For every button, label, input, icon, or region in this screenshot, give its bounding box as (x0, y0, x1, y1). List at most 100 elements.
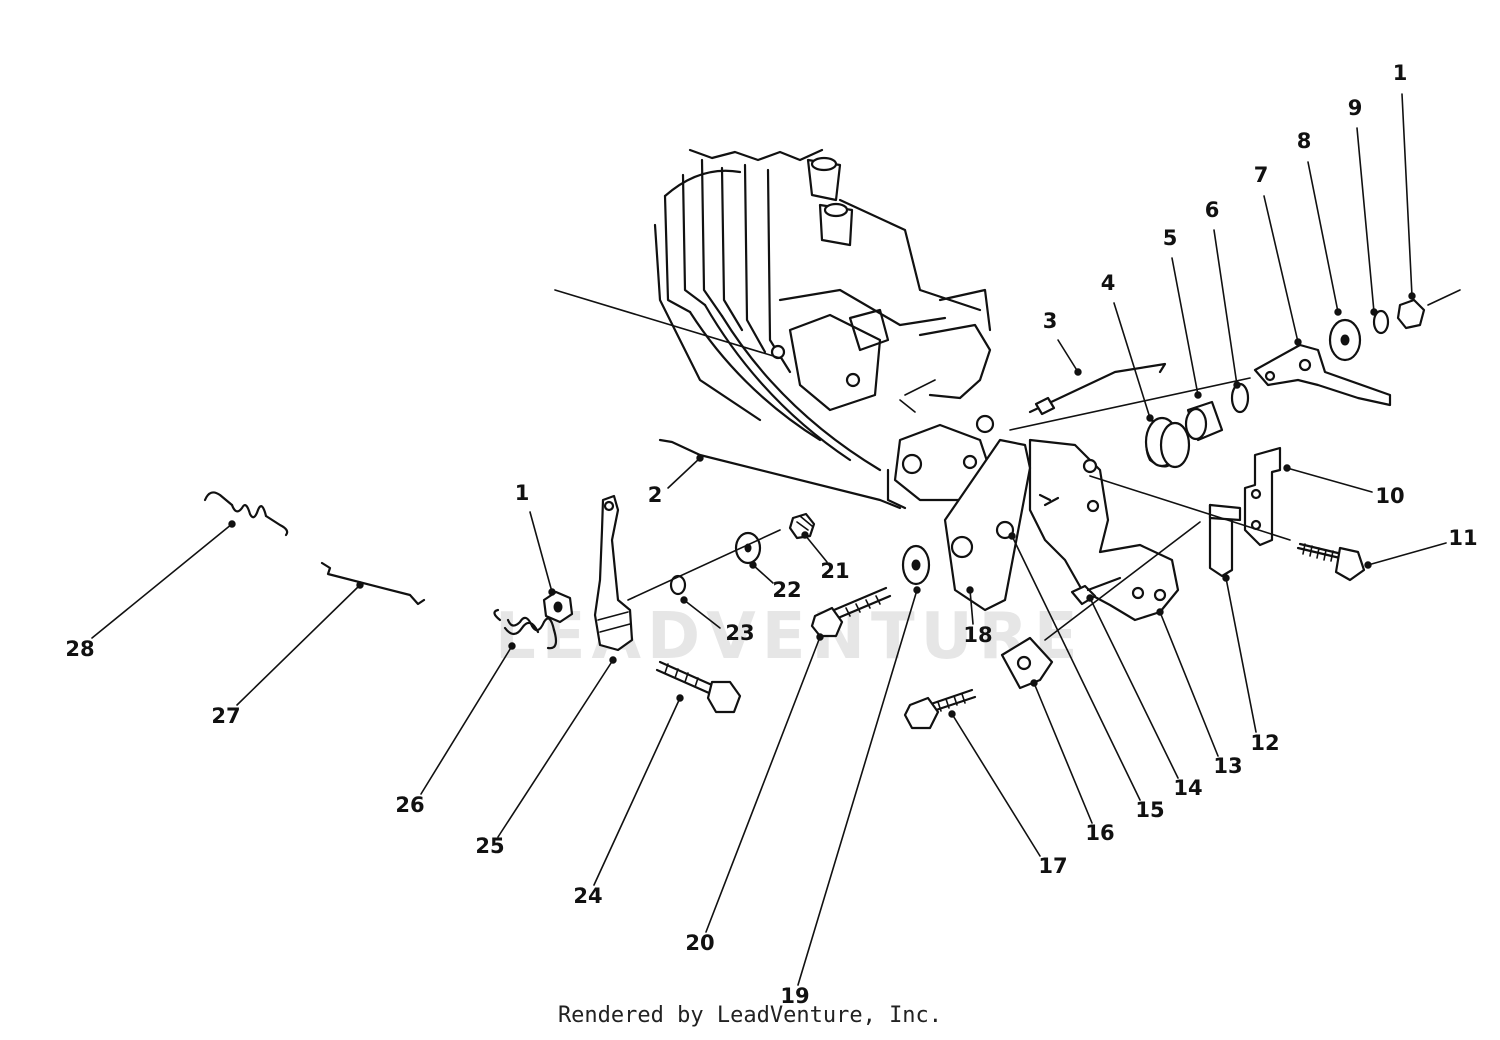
callout-leader-28 (91, 523, 233, 639)
spring-26 (493, 608, 558, 650)
callout-number-27: 27 (211, 704, 240, 728)
callout-leader-5 (1171, 257, 1199, 396)
callout-number-21: 21 (820, 559, 849, 583)
callout-leader-9 (1356, 127, 1375, 313)
callout-dot-17 (948, 710, 956, 718)
callout-leader-26 (420, 645, 513, 795)
bolt-24 (655, 660, 742, 714)
callout-leader-13 (1159, 611, 1219, 757)
callout-dot-12 (1222, 574, 1230, 582)
callout-dot-23 (680, 596, 688, 604)
throttle-link (1028, 362, 1167, 414)
watermark-text: LEADVENTURE (495, 600, 1084, 674)
callout-number-16: 16 (1085, 821, 1114, 845)
callout-dot-3 (1074, 368, 1082, 376)
spring-28 (203, 491, 289, 537)
callout-dot-18 (966, 586, 974, 594)
callout-leader-6 (1213, 229, 1238, 386)
callout-leader-1 (1401, 93, 1413, 297)
footer-credit: Rendered by LeadVenture, Inc. (557, 1003, 943, 1028)
callout-leader-25 (497, 659, 614, 838)
callout-leader-1 (529, 511, 553, 593)
callout-leader-11 (1367, 542, 1447, 566)
callout-labels: 1987654310111213141516171819202122232425… (65, 61, 1477, 1008)
callout-number-14: 14 (1173, 776, 1202, 800)
callout-dot-2 (696, 454, 704, 462)
callout-dot-8 (1334, 308, 1342, 316)
callout-dot-1 (548, 588, 556, 596)
callout-number-1: 1 (1393, 61, 1408, 85)
callout-dot-11 (1364, 561, 1372, 569)
callout-dot-1 (1408, 292, 1416, 300)
callout-number-6: 6 (1205, 198, 1220, 222)
callout-dot-19 (913, 586, 921, 594)
callout-dot-27 (356, 581, 364, 589)
callout-leader-14 (1089, 597, 1179, 779)
callout-dot-25 (609, 656, 617, 664)
lock-washer-9 (1372, 309, 1390, 335)
callout-number-28: 28 (65, 637, 94, 661)
callout-number-4: 4 (1101, 271, 1116, 295)
callout-leader-21 (804, 534, 828, 563)
callout-leader-19 (797, 589, 918, 986)
engine-block (554, 148, 995, 510)
screw-11 (1296, 542, 1366, 582)
callout-leader-4 (1113, 302, 1151, 419)
callout-number-12: 12 (1250, 731, 1279, 755)
callout-number-20: 20 (685, 931, 714, 955)
callout-dot-14 (1086, 594, 1094, 602)
callout-leader-16 (1033, 682, 1093, 824)
callout-number-10: 10 (1375, 484, 1404, 508)
callout-leader-27 (236, 584, 361, 706)
callout-dot-24 (676, 694, 684, 702)
callout-number-26: 26 (395, 793, 424, 817)
callout-number-5: 5 (1163, 226, 1178, 250)
callout-number-24: 24 (573, 884, 602, 908)
callout-number-17: 17 (1038, 854, 1067, 878)
callout-number-19: 19 (780, 984, 809, 1008)
callout-number-8: 8 (1297, 129, 1312, 153)
callout-leader-23 (683, 599, 721, 629)
callout-leader-12 (1225, 577, 1257, 733)
callout-number-3: 3 (1043, 309, 1058, 333)
callout-number-25: 25 (475, 834, 504, 858)
callout-dot-16 (1030, 679, 1038, 687)
link-rod-27 (320, 561, 426, 606)
callout-leader-15 (1011, 535, 1141, 801)
callout-number-13: 13 (1213, 754, 1242, 778)
callout-dot-28 (228, 520, 236, 528)
callout-dot-5 (1194, 391, 1202, 399)
callout-dot-20 (816, 633, 824, 641)
callout-leader-8 (1307, 161, 1339, 313)
callout-number-18: 18 (963, 623, 992, 647)
callout-number-1: 1 (515, 481, 530, 505)
callout-dot-4 (1146, 414, 1154, 422)
spring-spool (1144, 382, 1250, 469)
link-rod-2 (658, 438, 902, 510)
callout-dot-15 (1008, 532, 1016, 540)
callout-dot-10 (1283, 464, 1291, 472)
callout-dot-26 (508, 642, 516, 650)
callout-number-22: 22 (772, 578, 801, 602)
control-lever (1253, 343, 1392, 407)
callout-dot-7 (1294, 338, 1302, 346)
lock-washer-23 (669, 574, 687, 596)
governor-bracket (943, 438, 1180, 622)
callout-number-11: 11 (1448, 526, 1477, 550)
callout-number-15: 15 (1135, 798, 1164, 822)
callout-leader-18 (969, 589, 974, 625)
callout-dot-22 (749, 561, 757, 569)
bolt-20 (810, 586, 892, 638)
callout-number-9: 9 (1348, 96, 1363, 120)
callout-dot-6 (1233, 381, 1241, 389)
callout-leader-20 (705, 636, 821, 933)
callout-leader-2 (667, 457, 701, 489)
callout-number-23: 23 (725, 621, 754, 645)
governor-lever-25 (593, 494, 634, 652)
callout-leader-10 (1286, 467, 1373, 493)
callout-leader-24 (593, 697, 681, 886)
callout-leader-7 (1263, 195, 1299, 343)
callout-leader-22 (752, 564, 774, 584)
nut-top (1396, 298, 1426, 330)
